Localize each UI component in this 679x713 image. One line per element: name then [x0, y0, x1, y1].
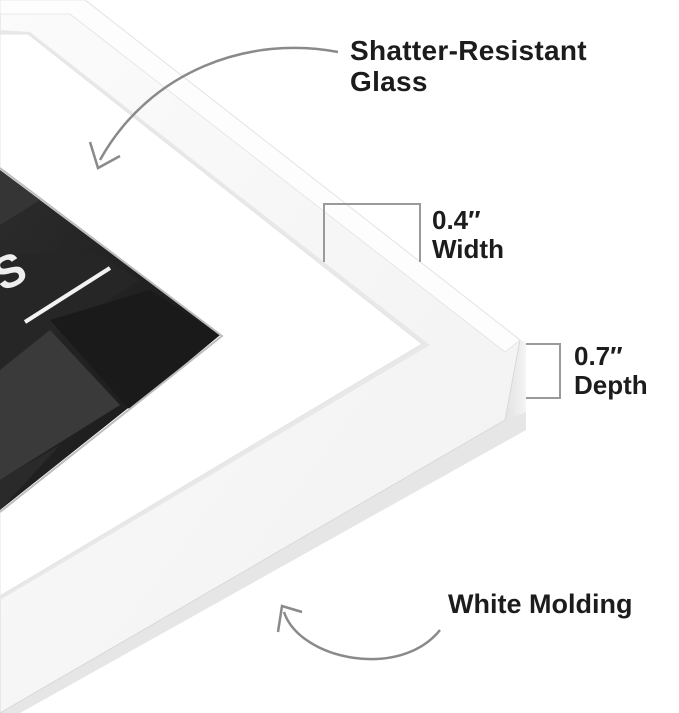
depth-label: 0.7″ Depth	[574, 342, 648, 399]
depth-value: 0.7″	[574, 341, 623, 371]
width-word: Width	[432, 233, 504, 264]
width-value: 0.4″	[432, 205, 481, 235]
glass-label: Shatter-Resistant Glass	[350, 35, 587, 98]
depth-bracket	[526, 343, 561, 399]
depth-word: Depth	[574, 369, 648, 400]
glass-label-line2: Glass	[350, 65, 428, 97]
molding-callout-arrow	[276, 604, 441, 661]
molding-label: White Molding	[448, 589, 633, 619]
photo-print	[0, 167, 224, 513]
glass-label-line1: Shatter-Resistant	[350, 35, 587, 66]
mat-board	[0, 33, 423, 597]
frame-bottom-edge	[0, 412, 526, 713]
width-label: 0.4″ Width	[432, 206, 504, 263]
frame-top-bevel	[0, 0, 521, 353]
glass-callout-arrow	[88, 46, 339, 170]
width-bracket	[323, 203, 421, 262]
